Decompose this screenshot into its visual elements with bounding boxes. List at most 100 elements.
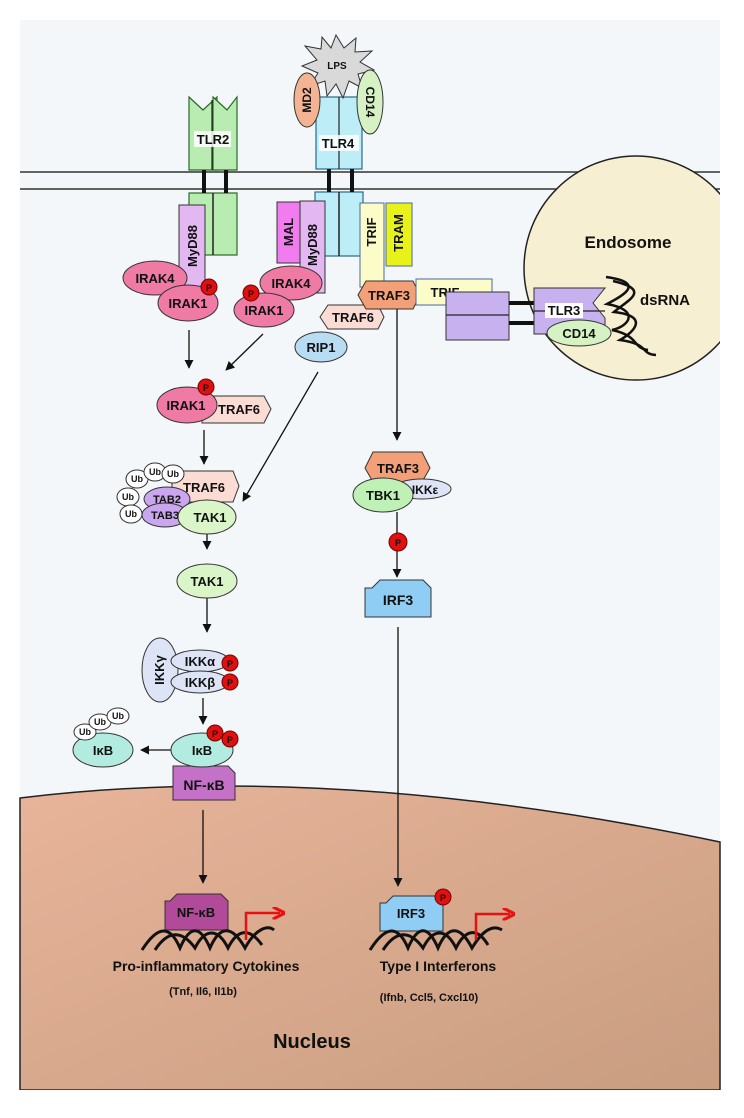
svg-text:P: P	[206, 283, 212, 293]
arrows	[140, 298, 403, 887]
svg-text:P: P	[212, 729, 218, 739]
irak1-traf6-complex: TRAF6 IRAK1 P	[156, 378, 272, 424]
svg-text:NF-κB: NF-κB	[183, 777, 224, 793]
irf3-nuclear: IRF3 P	[379, 888, 452, 932]
irak1-label-2: IRAK1	[244, 303, 283, 318]
irf3-cytoplasmic: IRF3	[364, 579, 432, 618]
ubiquitinated-ikb: IκB Ub Ub Ub	[72, 707, 134, 768]
nfkb-ikb-complex: NF-κB IκB P P	[170, 724, 239, 801]
tlr2-label: TLR2	[197, 132, 230, 147]
svg-text:Ub: Ub	[112, 711, 124, 721]
svg-text:P: P	[440, 893, 446, 903]
tss-arrow-icon	[244, 913, 280, 940]
phospho-icon: P	[221, 730, 239, 748]
phospho-icon: P	[434, 888, 452, 906]
dna-irf3	[368, 926, 503, 952]
cd14-surface: CD14	[356, 69, 384, 135]
mal-label: MAL	[281, 218, 296, 246]
irf3-genes-title: Type I Interferons	[380, 958, 497, 974]
dna-nfkb	[140, 926, 275, 952]
phospho-icon: P	[388, 532, 408, 552]
svg-text:P: P	[227, 735, 233, 745]
svg-text:TRAF6: TRAF6	[183, 480, 225, 495]
tss-arrow-icon	[474, 914, 510, 940]
phospho-icon: P	[221, 654, 239, 672]
tak1: TAK1	[176, 563, 238, 599]
cd14-label: CD14	[363, 87, 377, 118]
traf6-trif: TRAF6	[319, 304, 385, 330]
arrow-irak1b-to-irak1traf6	[225, 333, 264, 371]
svg-text:IκB: IκB	[93, 743, 113, 758]
svg-text:Ub: Ub	[125, 509, 137, 519]
phospho-icon: P	[221, 673, 239, 691]
svg-text:Ub: Ub	[79, 727, 91, 737]
phospho-icon: P	[206, 724, 224, 742]
svg-text:RIP1: RIP1	[307, 340, 336, 355]
trif-tlr4: TRIF	[359, 202, 385, 288]
arrow-rip1-to-tak1	[242, 371, 319, 502]
irf3-genes-list: (Ifnb, Ccl5, Cxcl10)	[380, 992, 479, 1004]
nucleus	[19, 785, 721, 1091]
svg-text:P: P	[203, 383, 209, 393]
svg-text:NF-κB: NF-κB	[177, 905, 215, 920]
svg-text:Ub: Ub	[131, 474, 143, 484]
irak4-label: IRAK4	[135, 271, 175, 286]
svg-text:IKKα: IKKα	[185, 654, 215, 669]
nfkb-genes-title: Pro-inflammatory Cytokines	[113, 958, 300, 974]
svg-text:IRAK1: IRAK1	[166, 398, 205, 413]
traf3-trif: TRAF3	[357, 280, 421, 310]
svg-text:TAK1: TAK1	[191, 574, 224, 589]
irak-complex-right: IRAK4 IRAK1 P	[233, 265, 323, 328]
irak4-label-2: IRAK4	[271, 276, 311, 291]
traf3-tbk1-ikke-complex: TRAF3 IKKε TBK1	[352, 451, 452, 513]
svg-text:P: P	[227, 659, 233, 669]
tlr3-label: TLR3	[548, 303, 581, 318]
tlr3-receptor: TLR3	[445, 287, 607, 341]
md2: MD2	[293, 72, 321, 128]
mal: MAL	[276, 201, 301, 264]
svg-text:IKKε: IKKε	[412, 483, 439, 497]
phospho-icon: P	[242, 284, 260, 302]
nfkb-genes-list: (Tnf, Il6, Il1b)	[169, 986, 237, 998]
myd88-label-2: MyD88	[305, 224, 320, 266]
tram-label: TRAM	[391, 214, 406, 252]
svg-text:TRAF3: TRAF3	[377, 461, 419, 476]
irak1-label: IRAK1	[168, 296, 207, 311]
traf6-tab-tak1-complex: TRAF6 TAB2 TAB3 TAK1 Ub Ub Ub Ub Ub	[116, 462, 240, 535]
trif-label: TRIF	[364, 218, 379, 247]
svg-text:P: P	[395, 538, 401, 548]
tlr4-label: TLR4	[322, 136, 355, 151]
svg-text:TAK1: TAK1	[194, 510, 227, 525]
svg-text:TRAF6: TRAF6	[332, 310, 374, 325]
lps-label: LPS	[327, 61, 347, 72]
phospho-icon: P	[200, 278, 218, 296]
svg-text:Ub: Ub	[94, 717, 106, 727]
svg-text:IKKβ: IKKβ	[185, 675, 215, 690]
svg-text:TRAF6: TRAF6	[218, 402, 260, 417]
svg-text:TRAF3: TRAF3	[368, 288, 410, 303]
svg-text:TBK1: TBK1	[366, 488, 400, 503]
md2-label: MD2	[300, 87, 314, 113]
svg-text:IRF3: IRF3	[397, 906, 425, 921]
ikk-complex: IKKγ IKKα IKKβ P P	[141, 637, 239, 703]
svg-text:IκB: IκB	[192, 743, 212, 758]
phospho-icon: P	[197, 378, 215, 396]
irak-complex-left: IRAK4 IRAK1 P	[122, 260, 219, 322]
dsrna: dsRNA	[603, 275, 690, 357]
svg-text:IRF3: IRF3	[383, 592, 414, 608]
nucleus-label: Nucleus	[273, 1031, 351, 1053]
svg-text:IKKγ: IKKγ	[152, 654, 167, 684]
ubiquitin-icons: Ub Ub Ub Ub Ub	[116, 462, 185, 524]
cd14-endosome: CD14	[546, 319, 612, 347]
lps: LPS	[300, 33, 376, 100]
tram: TRAM	[385, 202, 413, 267]
svg-text:P: P	[248, 289, 254, 299]
svg-text:Ub: Ub	[167, 469, 179, 479]
svg-text:P: P	[227, 678, 233, 688]
svg-text:Ub: Ub	[122, 492, 134, 502]
rip1: RIP1	[294, 331, 348, 363]
endosome-label: Endosome	[585, 233, 672, 252]
svg-text:TAB3: TAB3	[151, 510, 179, 522]
svg-text:Ub: Ub	[149, 467, 161, 477]
